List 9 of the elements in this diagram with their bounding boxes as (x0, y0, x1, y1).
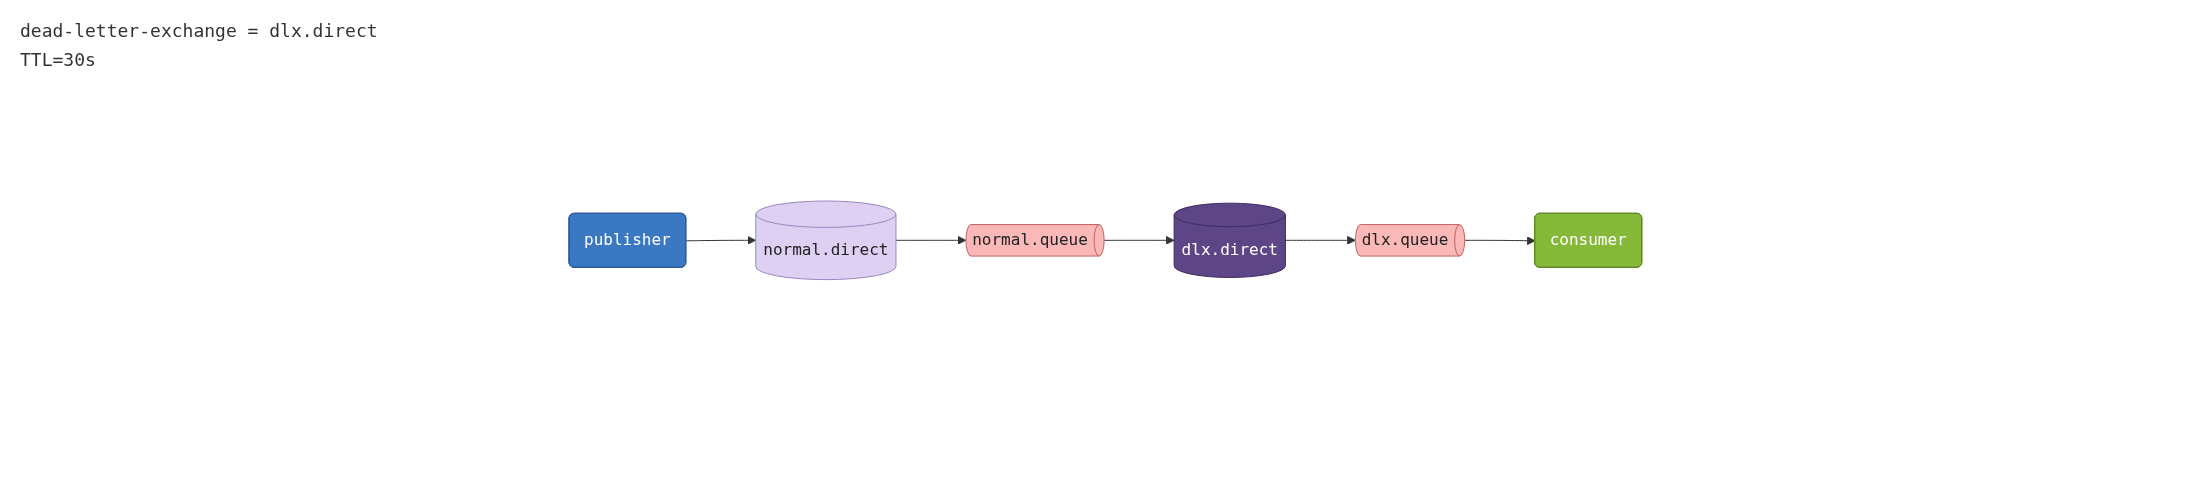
node-text: dlx.queue (1361, 230, 1449, 250)
node-text: normal.queue (972, 230, 1088, 250)
note-text: TTL=30s (20, 49, 97, 70)
arrow (1285, 236, 1356, 245)
arrow (685, 236, 757, 245)
arrow (1464, 236, 1536, 246)
arrow (1103, 236, 1175, 245)
note-text: dead-letter-exchange = dlx.direct (20, 20, 378, 41)
arrow (895, 236, 967, 245)
